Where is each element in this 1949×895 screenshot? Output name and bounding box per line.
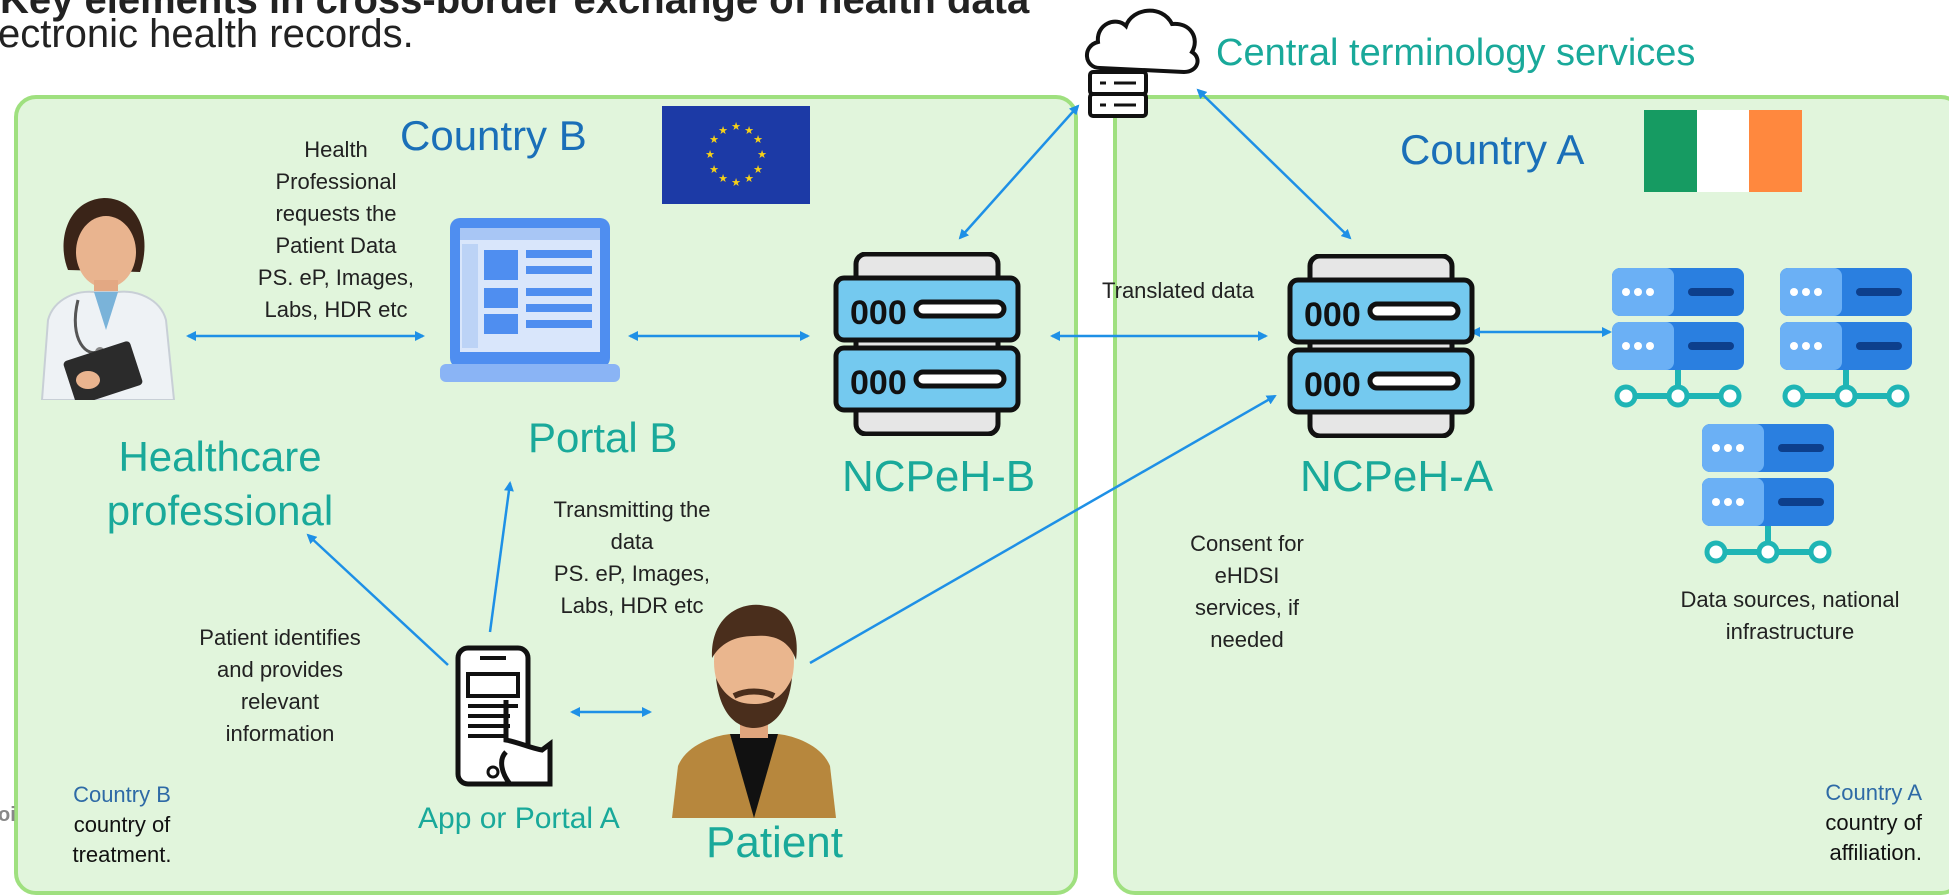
cloud-server-icon bbox=[1085, 8, 1200, 118]
arrow-app-portal bbox=[488, 481, 514, 633]
patient-label: Patient bbox=[706, 818, 843, 867]
ncpeh-a-label: NCPeH-A bbox=[1300, 452, 1494, 501]
edge-stub-text: oi bbox=[0, 804, 16, 826]
header-line-2: ectronic health records. bbox=[0, 12, 414, 56]
eu-flag-icon: ★★★ ★★★ ★★★ ★★★ bbox=[662, 106, 810, 204]
svg-text:★: ★ bbox=[705, 148, 715, 161]
svg-text:★: ★ bbox=[757, 148, 767, 161]
svg-text:★: ★ bbox=[744, 172, 754, 185]
arrow-app-hp bbox=[306, 533, 449, 666]
country-b-corner-note: Country B country of treatment. bbox=[72, 782, 172, 867]
patient-identifies-note: Patient identifies and provides relevant… bbox=[199, 625, 361, 746]
app-portal-a-label: App or Portal A bbox=[418, 802, 620, 835]
ncpeh-b-server-icon: 000 000 bbox=[833, 252, 1021, 436]
country-a-title: Country A bbox=[1400, 126, 1585, 173]
arrow-patient-ncpeha bbox=[809, 394, 1277, 665]
header-line-1: Key elements in cross-border exchange of… bbox=[0, 0, 1030, 22]
svg-text:★: ★ bbox=[718, 124, 728, 137]
svg-text:★: ★ bbox=[709, 133, 719, 146]
svg-text:★: ★ bbox=[731, 176, 741, 189]
svg-text:★: ★ bbox=[709, 163, 719, 176]
patient-icon bbox=[672, 604, 836, 818]
country-b-title: Country B bbox=[400, 112, 587, 159]
portal-b-label: Portal B bbox=[528, 414, 678, 461]
hp-request-note: Health Professional requests the Patient… bbox=[257, 137, 415, 322]
translated-data-note: Translated data bbox=[1102, 278, 1255, 303]
svg-text:★: ★ bbox=[744, 124, 754, 137]
svg-text:000: 000 bbox=[1304, 366, 1361, 404]
svg-text:000: 000 bbox=[850, 294, 907, 332]
svg-text:★: ★ bbox=[753, 133, 763, 146]
doctor-icon bbox=[40, 198, 176, 400]
country-a-corner-note: Country A country of affiliation. bbox=[1825, 780, 1922, 865]
database-icon bbox=[1780, 268, 1912, 408]
arrow-cloud-ncpehb bbox=[958, 104, 1080, 240]
consent-note: Consent for eHDSI services, if needed bbox=[1190, 531, 1304, 652]
ireland-flag-icon bbox=[1644, 110, 1803, 192]
svg-text:000: 000 bbox=[850, 364, 907, 402]
svg-text:★: ★ bbox=[718, 172, 728, 185]
ncpeh-a-server-icon: 000 000 bbox=[1287, 254, 1475, 438]
central-terminology-label: Central terminology services bbox=[1216, 32, 1696, 74]
transmit-note: Transmitting the data PS. eP, Images, La… bbox=[553, 497, 711, 618]
data-sources-label: Data sources, national infrastructure bbox=[1680, 587, 1900, 644]
laptop-icon bbox=[440, 218, 620, 382]
svg-text:★: ★ bbox=[731, 120, 741, 133]
healthcare-professional-label: Healthcare professional bbox=[106, 433, 334, 534]
database-icon bbox=[1702, 424, 1834, 564]
ncpeh-b-label: NCPeH-B bbox=[842, 452, 1036, 501]
svg-text:000: 000 bbox=[1304, 296, 1361, 334]
smartphone-icon bbox=[455, 645, 553, 787]
database-icon bbox=[1612, 268, 1744, 408]
arrow-cloud-ncpeha bbox=[1196, 88, 1352, 240]
svg-text:★: ★ bbox=[753, 163, 763, 176]
